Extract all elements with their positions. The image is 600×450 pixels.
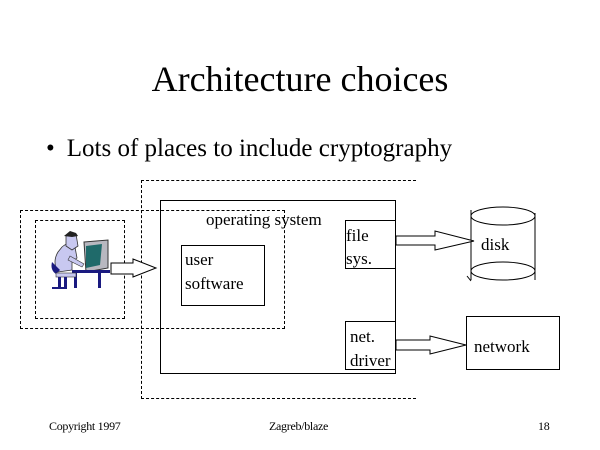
footer-copyright: Copyright 1997: [49, 419, 121, 433]
user-software-box: [181, 245, 265, 306]
kernel-boundary-dashed: [141, 180, 416, 399]
person-at-computer-icon: [51, 231, 110, 289]
disk-label: disk: [481, 235, 510, 254]
net-driver-label-line2: driver: [350, 351, 391, 370]
operating-system-box: [160, 200, 396, 374]
footer-center-text: Zagreb/blaze: [269, 419, 329, 433]
footer-page-number: 18: [538, 419, 550, 433]
file-sys-label-line2: sys.: [346, 249, 372, 268]
file-sys-label-line1: file: [346, 226, 369, 245]
filesys-to-disk-arrow: [395, 230, 475, 251]
user-software-label-line1: user: [185, 250, 214, 269]
user-to-os-arrow: [110, 258, 158, 278]
operating-system-label: operating system: [206, 210, 322, 229]
netdriver-to-network-arrow: [395, 335, 467, 355]
disk-cylinder-icon: [466, 206, 536, 282]
network-label: network: [474, 337, 530, 356]
network-box: [466, 316, 560, 370]
user-software-label-line2: software: [185, 274, 244, 293]
net-driver-label-line1: net.: [350, 327, 376, 346]
bullet-text: Lots of places to include cryptography: [66, 135, 453, 162]
bullet-dot-icon: •: [46, 135, 55, 162]
bullet-item: • Lots of places to include cryptography: [46, 135, 452, 163]
user-space-boundary-dashed: [20, 210, 285, 329]
slide-title: Architecture choices: [151, 59, 449, 99]
